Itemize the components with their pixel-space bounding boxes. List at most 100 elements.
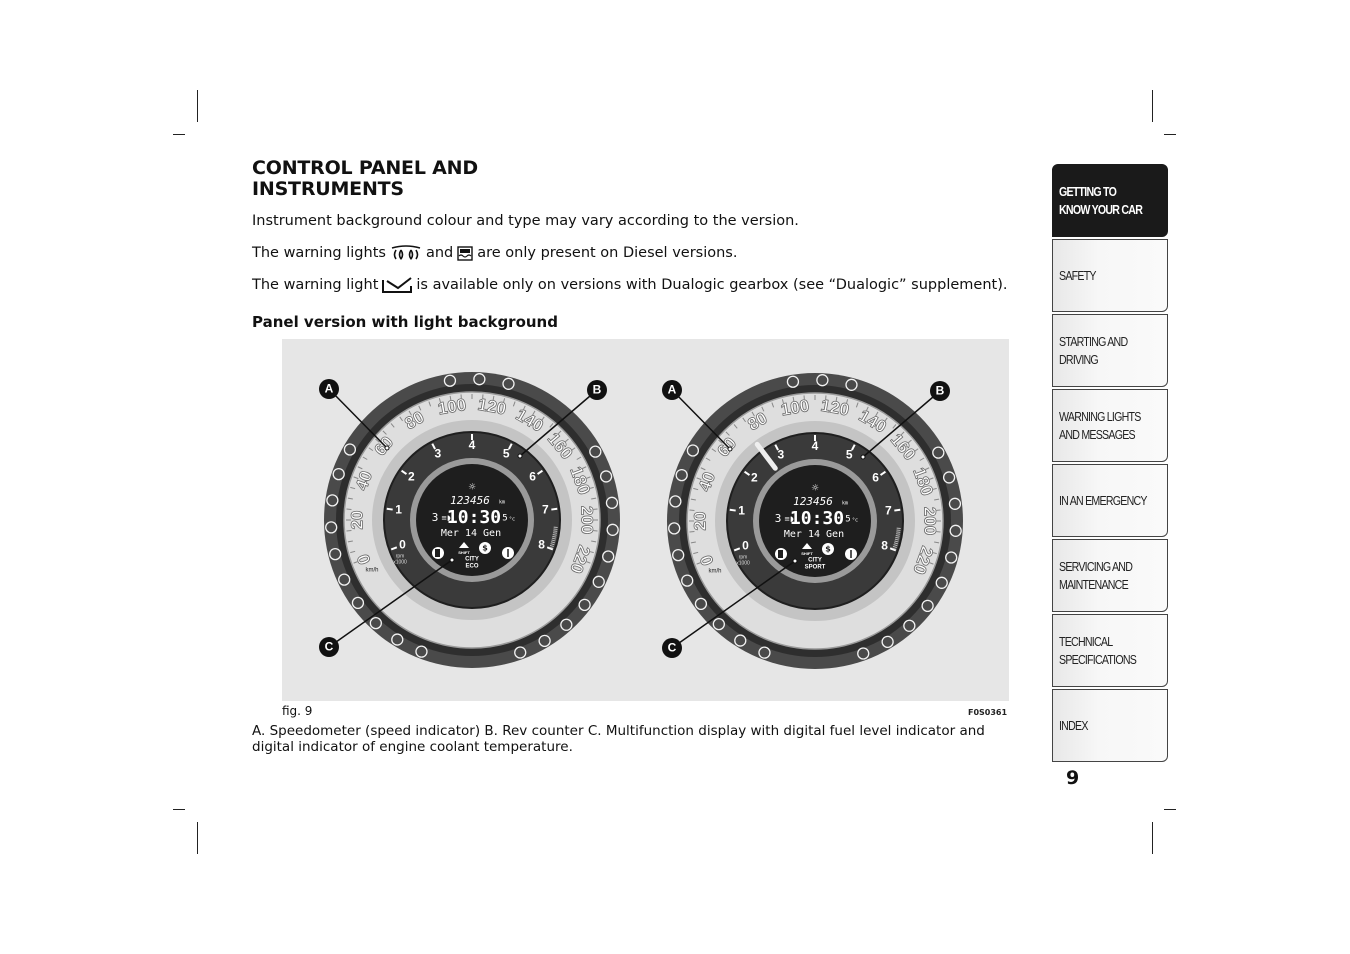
rpm-label: 2 [751, 471, 758, 485]
rpm-label: 2 [408, 470, 415, 484]
paragraph-dualogic: The warning light is available only on v… [252, 276, 1007, 294]
rpm-label: 3 [777, 448, 784, 462]
rpm-label: 0 [399, 537, 406, 551]
tab-label: IN AN EMERGENCY [1059, 493, 1147, 508]
callout-line [328, 559, 453, 648]
rpm-label: 1 [395, 503, 402, 517]
tell-tale-icon [605, 496, 619, 509]
temp-unit: °c [852, 518, 858, 524]
paragraph-text: is available only on versions with Dualo… [416, 277, 1008, 293]
tell-tale-icon [326, 494, 339, 507]
callout-letter: C [325, 640, 334, 654]
callout-letter: A [668, 383, 677, 397]
rpm-label: 7 [542, 503, 549, 517]
paragraph-text: are only present on Diesel versions. [477, 245, 738, 261]
callout-badge [930, 381, 950, 401]
speed-limit-icon [479, 542, 491, 554]
crop-mark [197, 822, 198, 854]
callout-letter: C [668, 641, 677, 655]
figure-code: F0S0361 [968, 708, 1008, 717]
rpm-label: 0 [742, 538, 749, 552]
tell-tale-icon [473, 373, 486, 386]
tell-tale-icon [668, 522, 681, 535]
tell-tale-icon [338, 573, 351, 586]
tell-tale-icon [578, 598, 591, 612]
tell-tale-icon [415, 645, 428, 658]
crop-mark [1164, 134, 1176, 135]
tab-label: SERVICING AND MAINTENANCE [1059, 559, 1133, 592]
title-line-2: INSTRUMENTS [252, 178, 404, 200]
paragraph-text: The warning light [252, 277, 379, 293]
speed-unit-label: km/h [708, 569, 721, 575]
tell-tale-icon [599, 470, 613, 483]
tell-tale-icon [932, 446, 945, 459]
speed-label: 200 [578, 506, 597, 534]
callout-line [671, 389, 731, 450]
tell-tale-icon [351, 596, 365, 610]
glow-plug-icon [391, 245, 421, 260]
title-line-1: CONTROL PANEL AND [252, 157, 478, 179]
rpm-label: 5 [846, 448, 853, 462]
tell-tale-icon [712, 617, 725, 631]
tell-tale-icon [734, 634, 747, 647]
figure-subheading: Panel version with light background [252, 313, 558, 331]
tell-tale-icon [758, 646, 771, 659]
page-title: CONTROL PANEL AND INSTRUMENTS [252, 158, 478, 200]
speed-label: 20 [347, 511, 366, 530]
tab-index[interactable]: INDEX [1052, 689, 1168, 762]
rpm-unit-label: rpm [396, 553, 405, 559]
tab-starting-and-driving[interactable]: STARTING AND DRIVING [1052, 314, 1168, 387]
tell-tale-icon [903, 619, 916, 632]
tab-label: TECHNICAL SPECIFICATIONS [1059, 634, 1137, 667]
odometer-unit: km [842, 501, 848, 507]
tell-tale-icon [592, 575, 605, 588]
shift-indicator: SHIFT [458, 550, 470, 555]
clock-time: 10:30 [790, 508, 844, 529]
drive-mode-line-2: SPORT [805, 565, 826, 571]
rpm-label: 3 [434, 447, 441, 461]
tab-servicing-and-maintenance[interactable]: SERVICING AND MAINTENANCE [1052, 539, 1168, 612]
rpm-label: 6 [529, 470, 536, 484]
callout-letter: B [936, 384, 945, 398]
tell-tale-icon [816, 374, 829, 387]
tell-tale-icon [921, 599, 934, 613]
callout-letter: B [593, 383, 602, 397]
callout-badge [587, 380, 607, 400]
gear-indicator: 3 [775, 512, 782, 525]
multifunction-display [759, 465, 871, 577]
svg-text:$: $ [825, 545, 831, 554]
tab-technical-specifications[interactable]: TECHNICAL SPECIFICATIONS [1052, 614, 1168, 687]
callout-letter: A [325, 382, 334, 396]
rpm-label: 8 [881, 538, 888, 552]
tell-tale-icon [343, 443, 357, 456]
tell-tale-icon [502, 377, 515, 390]
figure-caption: A. Speedometer (speed indicator) B. Rev … [252, 723, 985, 755]
tab-warning-lights-and-messages[interactable]: WARNING LIGHTS AND MESSAGES [1052, 389, 1168, 462]
speed-limit-icon [822, 543, 834, 555]
tab-label: STARTING AND DRIVING [1059, 334, 1128, 367]
speed-needle [754, 441, 778, 471]
tab-safety[interactable]: SAFETY [1052, 239, 1168, 312]
callout-badge [319, 637, 339, 657]
rpm-label: 1 [738, 504, 745, 518]
tell-tale-icon [786, 375, 800, 388]
tell-tale-icon [329, 547, 342, 561]
date-display: Mer 14 Gen [441, 528, 501, 539]
tell-tale-icon [443, 374, 457, 387]
odometer-value: 123456 [450, 494, 490, 507]
crop-mark [173, 134, 185, 135]
tell-tale-icon [560, 618, 573, 631]
shift-arrow-icon [802, 543, 812, 549]
tab-in-an-emergency[interactable]: IN AN EMERGENCY [1052, 464, 1168, 537]
tab-getting-to-know-your-car[interactable]: GETTING TO KNOW YOUR CAR [1052, 164, 1168, 237]
tell-tale-icon [942, 471, 956, 484]
tab-label: INDEX [1059, 718, 1088, 733]
speed-unit-label: km/h [365, 568, 378, 574]
tell-tale-icon [857, 647, 870, 660]
tell-tale-icon [602, 550, 615, 563]
tab-label: WARNING LIGHTS AND MESSAGES [1059, 409, 1141, 442]
callout-badge [662, 380, 682, 400]
tell-tale-icon [694, 597, 708, 611]
crop-mark [1164, 809, 1176, 810]
